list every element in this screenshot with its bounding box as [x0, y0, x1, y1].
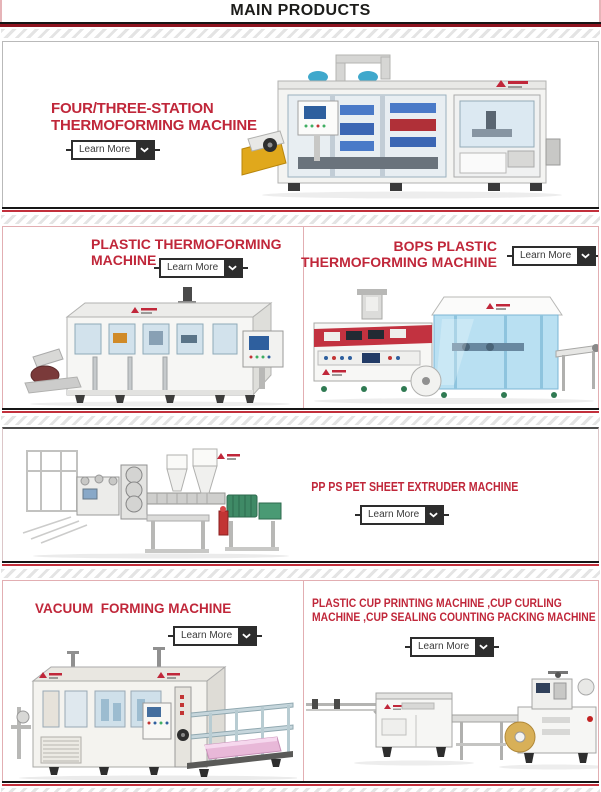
subsection-plastic-thermoforming: PLASTIC THERMOFORMING MACHINE Learn More — [3, 227, 303, 408]
learn-more-label: Learn More — [520, 250, 572, 261]
stripe-divider — [1, 788, 600, 792]
chevron-down-icon — [224, 259, 242, 276]
stripe-divider — [1, 569, 600, 578]
learn-more-button[interactable]: Learn More — [506, 245, 598, 266]
learn-more-button[interactable]: Learn More — [167, 625, 263, 646]
title-line: THERMOFORMING MACHINE — [51, 117, 257, 135]
title-line: THERMOFORMING MACHINE — [301, 253, 497, 270]
subsection-bops-plastic: BOPS PLASTIC THERMOFORMING MACHINE Learn… — [301, 227, 598, 408]
stripe-divider — [1, 29, 600, 38]
page-title: MAIN PRODUCTS — [230, 2, 371, 19]
machine-photo-plastic-thermoforming — [15, 287, 299, 407]
chevron-down-icon — [238, 627, 256, 644]
learn-more-label: Learn More — [181, 630, 233, 641]
section-vacuum-and-cup-packing: VACUUM FORMING MACHINE Learn More — [2, 580, 599, 786]
machine-photo-vacuum-forming — [9, 647, 297, 781]
title-line: PP PS PET SHEET EXTRUDER MACHINE — [311, 480, 519, 494]
chevron-down-icon — [475, 638, 493, 655]
title-line: FOUR/THREE-STATION — [51, 100, 214, 117]
chevron-down-icon — [577, 247, 595, 264]
section-pp-ps-pet-extruder: PP PS PET SHEET EXTRUDER MACHINE Learn M… — [2, 427, 599, 566]
section-title: PLASTIC THERMOFORMING MACHINE — [91, 236, 282, 269]
title-line: MACHINE ,CUP SEALING COUNTING PACKING MA… — [312, 612, 596, 625]
machine-photo-four-three-station-thermoforming — [240, 53, 592, 201]
learn-more-label: Learn More — [368, 509, 420, 520]
card-bottom-rule — [2, 561, 599, 566]
title-line: VACUUM FORMING MACHINE — [35, 601, 232, 616]
stripe-divider — [1, 215, 600, 224]
section-four-three-station: FOUR/THREE-STATION THERMOFORMING MACHINE… — [2, 41, 599, 212]
card-bottom-rule — [2, 781, 599, 786]
machine-illustration — [22, 448, 289, 559]
card-bottom-rule — [2, 207, 599, 212]
section-plastic-and-bops: PLASTIC THERMOFORMING MACHINE Learn More — [2, 226, 599, 413]
machine-illustration — [11, 647, 297, 781]
page-header: MAIN PRODUCTS — [0, 0, 601, 22]
subsection-vacuum-forming: VACUUM FORMING MACHINE Learn More — [3, 581, 303, 781]
machine-photo-sheet-extruder — [21, 437, 293, 559]
header-rule — [0, 22, 601, 27]
stripe-divider — [1, 416, 600, 425]
machine-illustration — [313, 289, 598, 404]
machine-photo-bops-thermoforming — [304, 289, 598, 407]
title-line: PLASTIC THERMOFORMING — [91, 236, 282, 252]
card-bottom-rule — [2, 408, 599, 413]
machine-illustration — [241, 54, 562, 199]
machine-illustration — [306, 671, 598, 770]
subsection-cup-printing-packing: PLASTIC CUP PRINTING MACHINE ,CUP CURLIN… — [303, 581, 598, 781]
title-line: MACHINE — [91, 251, 157, 268]
learn-more-button[interactable]: Learn More — [153, 257, 249, 278]
section-title: VACUUM FORMING MACHINE — [35, 601, 231, 616]
learn-more-label: Learn More — [418, 641, 470, 652]
chevron-down-icon — [425, 506, 443, 523]
learn-more-button[interactable]: Learn More — [404, 636, 500, 657]
machine-photo-cup-printing-packing — [304, 659, 598, 777]
title-line: PLASTIC CUP PRINTING MACHINE ,CUP CURLIN… — [312, 598, 562, 610]
learn-more-button[interactable]: Learn More — [354, 504, 450, 525]
title-line: BOPS PLASTIC — [393, 238, 497, 254]
learn-more-label: Learn More — [79, 144, 131, 155]
section-title: FOUR/THREE-STATION THERMOFORMING MACHINE — [51, 100, 257, 134]
section-title: PP PS PET SHEET EXTRUDER MACHINE — [296, 480, 519, 494]
section-title: PLASTIC CUP PRINTING MACHINE ,CUP CURLIN… — [312, 597, 598, 625]
learn-more-label: Learn More — [167, 262, 219, 273]
learn-more-button[interactable]: Learn More — [65, 139, 161, 160]
section-title: BOPS PLASTIC THERMOFORMING MACHINE — [301, 238, 497, 271]
machine-illustration — [24, 287, 290, 407]
chevron-down-icon — [136, 141, 154, 158]
